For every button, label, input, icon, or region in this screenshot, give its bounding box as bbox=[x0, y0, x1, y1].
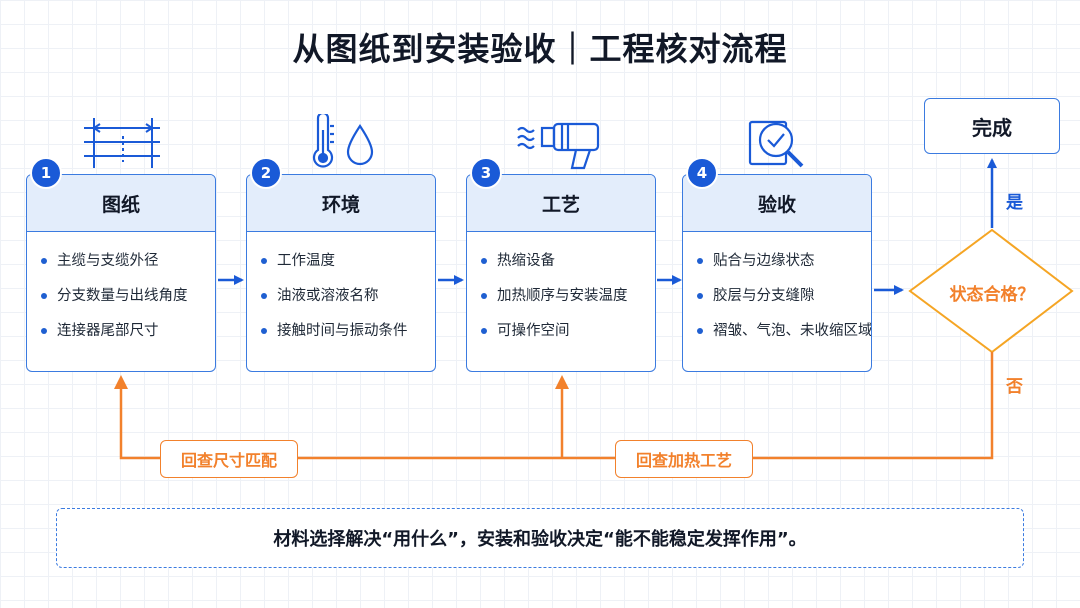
step-number-badge: 3 bbox=[470, 157, 502, 189]
summary-note: 材料选择解决“用什么”，安装和验收决定“能不能稳定发挥作用”。 bbox=[56, 508, 1024, 568]
step-heading: 环境 bbox=[247, 175, 435, 232]
feedback-label-heating: 回查加热工艺 bbox=[615, 440, 753, 478]
done-box: 完成 bbox=[924, 98, 1060, 154]
list-item: 贴合与边缘状态 bbox=[697, 244, 871, 279]
page-title: 从图纸到安装验收｜工程核对流程 bbox=[292, 30, 788, 68]
list-item: 胶层与分支缝隙 bbox=[697, 279, 871, 314]
ruler-dimension-icon bbox=[84, 118, 160, 168]
step-number-badge: 2 bbox=[250, 157, 282, 189]
step-number-badge: 1 bbox=[30, 157, 62, 189]
yes-label: 是 bbox=[1006, 193, 1023, 213]
list-item: 褶皱、气泡、未收缩区域 bbox=[697, 314, 871, 349]
thermometer-droplet-icon bbox=[312, 114, 374, 168]
step-heading: 工艺 bbox=[467, 175, 655, 232]
step-card-environment: 环境 工作温度 油液或溶液名称 接触时间与振动条件 bbox=[246, 174, 436, 372]
no-label: 否 bbox=[1006, 377, 1023, 397]
list-item: 连接器尾部尺寸 bbox=[41, 314, 215, 349]
step-number-badge: 4 bbox=[686, 157, 718, 189]
inspection-magnifier-icon bbox=[748, 120, 804, 168]
list-item: 分支数量与出线角度 bbox=[41, 279, 215, 314]
list-item: 加热顺序与安装温度 bbox=[481, 279, 655, 314]
list-item: 油液或溶液名称 bbox=[261, 279, 435, 314]
list-item: 接触时间与振动条件 bbox=[261, 314, 435, 349]
step-card-drawing: 图纸 主缆与支缆外径 分支数量与出线角度 连接器尾部尺寸 bbox=[26, 174, 216, 372]
list-item: 热缩设备 bbox=[481, 244, 655, 279]
feedback-line bbox=[114, 352, 994, 460]
list-item: 工作温度 bbox=[261, 244, 435, 279]
decision-label: 状态合格？ bbox=[949, 285, 1035, 305]
step-card-acceptance: 验收 贴合与边缘状态 胶层与分支缝隙 褶皱、气泡、未收缩区域 bbox=[682, 174, 872, 372]
step-card-process: 工艺 热缩设备 加热顺序与安装温度 可操作空间 bbox=[466, 174, 656, 372]
list-item: 可操作空间 bbox=[481, 314, 655, 349]
heat-gun-icon bbox=[517, 122, 600, 170]
feedback-label-dimensions: 回查尺寸匹配 bbox=[160, 440, 298, 478]
step-heading: 验收 bbox=[683, 175, 871, 232]
list-item: 主缆与支缆外径 bbox=[41, 244, 215, 279]
step-heading: 图纸 bbox=[27, 175, 215, 232]
